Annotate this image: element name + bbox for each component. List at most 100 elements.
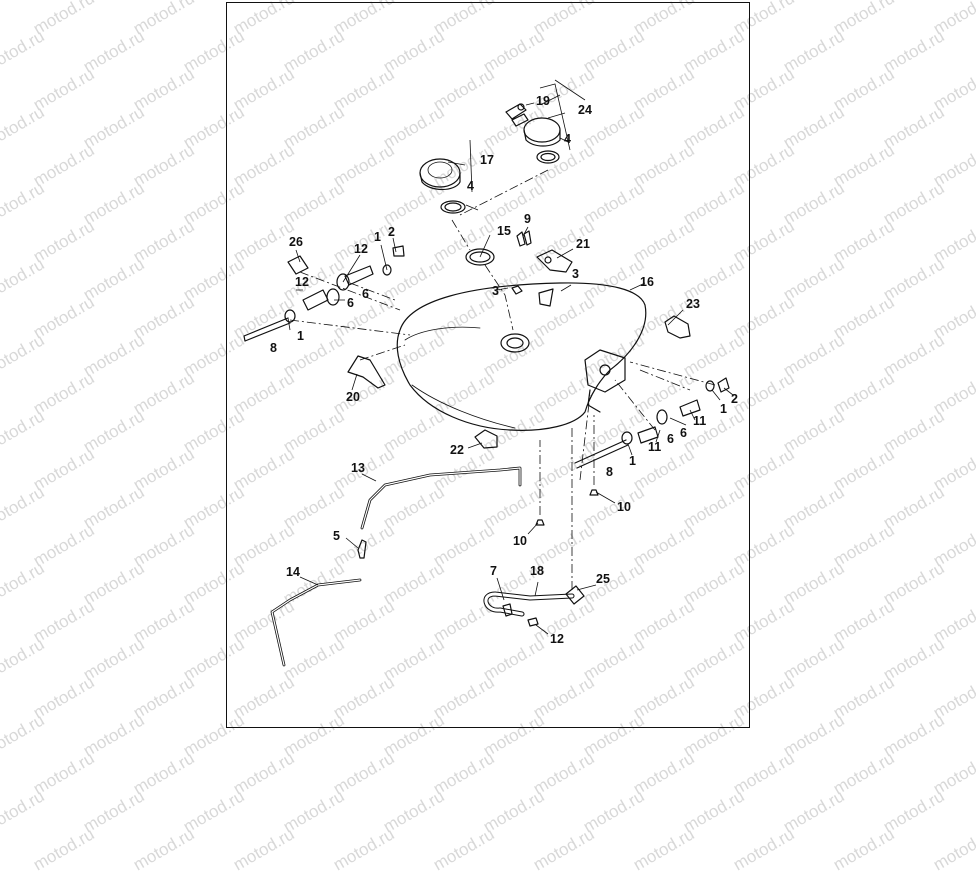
watermark-text: motod.ru — [30, 748, 98, 799]
valve-5 — [357, 539, 367, 559]
watermark-text: motod.ru — [330, 748, 398, 799]
callout-2a: 2 — [388, 225, 395, 239]
callout-4b: 4 — [564, 132, 571, 146]
callout-18: 18 — [530, 564, 544, 578]
callout-26: 26 — [289, 235, 303, 249]
callout-17: 17 — [480, 153, 494, 167]
callout-23: 23 — [686, 297, 700, 311]
watermark-text: motod.ru — [30, 824, 98, 875]
bracket-21 — [536, 249, 573, 273]
watermark-text: motod.ru — [230, 748, 298, 799]
watermark-text: motod.ru — [730, 748, 798, 799]
locking-cap-gasket — [536, 150, 560, 164]
callout-10b: 10 — [617, 500, 631, 514]
callout-11a: 11 — [648, 440, 662, 454]
clamp-7 — [502, 603, 513, 617]
bushing-12a — [344, 265, 374, 286]
callout-25: 25 — [596, 572, 610, 586]
callout-6c: 6 — [680, 426, 687, 440]
callout-20: 20 — [346, 390, 360, 404]
spacer-11b — [679, 399, 701, 417]
fuel-line — [360, 466, 522, 530]
callout-9: 9 — [524, 212, 531, 226]
cap-gasket — [440, 200, 466, 214]
watermark-text: motod.ru — [80, 786, 148, 837]
bracket-23 — [664, 315, 691, 339]
callout-12b: 12 — [295, 275, 309, 289]
watermark-text: motod.ru — [130, 824, 198, 875]
spacer-26 — [287, 255, 309, 275]
callout-5: 5 — [333, 529, 340, 543]
watermark-text: motod.ru — [280, 786, 348, 837]
callout-12a: 12 — [354, 242, 368, 256]
watermark-text: motod.ru — [780, 786, 848, 837]
watermark-text: motod.ru — [430, 748, 498, 799]
callout-13: 13 — [351, 461, 365, 475]
watermark-text: motod.ru — [730, 824, 798, 875]
callout-6d: 6 — [667, 432, 674, 446]
diagram-drawing — [243, 79, 734, 667]
callout-10a: 10 — [513, 534, 527, 548]
nut-3 — [511, 285, 523, 295]
callout-8b: 8 — [606, 465, 613, 479]
fuel-tank — [396, 282, 647, 431]
watermark-text: motod.ru — [680, 786, 748, 837]
watermark-text: motod.ru — [580, 786, 648, 837]
watermark-text: motod.ru — [930, 824, 976, 875]
callout-1c: 1 — [720, 402, 727, 416]
callout-6a: 6 — [362, 287, 369, 301]
watermark-text: motod.ru — [880, 786, 948, 837]
bolt-8b — [574, 439, 629, 469]
diagram-frame — [226, 2, 750, 728]
screw-10a — [535, 519, 545, 526]
watermark-text: motod.ru — [930, 748, 976, 799]
fitting-25 — [565, 585, 585, 605]
callout-19: 19 — [536, 94, 550, 108]
callout-2b: 2 — [731, 392, 738, 406]
watermark-text: motod.ru — [830, 824, 898, 875]
watermark-text: motod.ru — [830, 748, 898, 799]
tank-rear-bracket — [584, 349, 626, 393]
callout-7: 7 — [490, 564, 497, 578]
callout-4a: 4 — [467, 179, 474, 193]
watermark-text: motod.ru — [130, 748, 198, 799]
callout-14: 14 — [286, 565, 300, 579]
bolt-8a — [243, 317, 291, 342]
bracket-20 — [347, 355, 386, 389]
callout-11b: 11 — [693, 414, 707, 428]
callout-12c: 12 — [550, 632, 564, 646]
callout-3b: 3 — [572, 267, 579, 281]
callout-1a: 1 — [374, 230, 381, 244]
watermark-text: motod.ru — [0, 786, 48, 837]
bracket-22 — [474, 429, 498, 449]
callout-21: 21 — [576, 237, 590, 251]
fuel-filler-opening — [500, 333, 530, 353]
watermark-text: motod.ru — [630, 748, 698, 799]
callout-22: 22 — [450, 443, 464, 457]
locking-cap — [523, 117, 561, 143]
bushing-12b — [302, 289, 329, 311]
watermark-text: motod.ru — [630, 824, 698, 875]
callout-24: 24 — [578, 103, 592, 117]
screw-10b — [589, 489, 599, 496]
watermark-text: motod.ru — [530, 824, 598, 875]
callout-3a: 3 — [492, 284, 499, 298]
watermark-text: motod.ru — [380, 786, 448, 837]
callout-16: 16 — [640, 275, 654, 289]
watermark-text: motod.ru — [330, 824, 398, 875]
watermark-text: motod.ru — [530, 748, 598, 799]
clips — [516, 230, 532, 247]
callout-6b: 6 — [347, 296, 354, 310]
cap-keys — [505, 103, 529, 127]
callout-8a: 8 — [270, 341, 277, 355]
callout-1d: 1 — [629, 454, 636, 468]
filler-ring — [465, 248, 495, 266]
watermark-text: motod.ru — [430, 824, 498, 875]
watermark-text: motod.ru — [230, 824, 298, 875]
watermark-text: motod.ru — [180, 786, 248, 837]
callout-1b: 1 — [297, 329, 304, 343]
callout-15: 15 — [497, 224, 511, 238]
vent-tube — [270, 578, 362, 667]
watermark-text: motod.ru — [480, 786, 548, 837]
